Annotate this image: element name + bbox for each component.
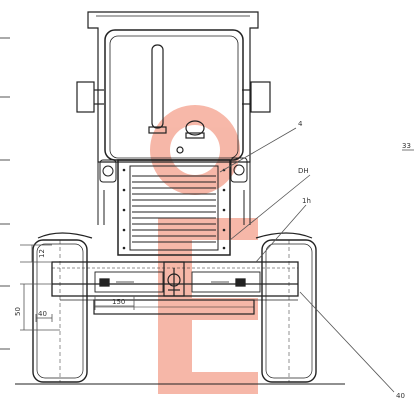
callout-40: 40: [396, 392, 405, 400]
left-scale-ticks: [0, 37, 10, 350]
dimension-horizontal-large: 150: [112, 298, 125, 306]
tow-hook: [163, 261, 185, 297]
dimension-vertical-small: 12: [38, 249, 46, 258]
callout-dh: DH: [298, 167, 309, 175]
left-mirror: [76, 81, 104, 113]
callout-1h: 1h: [302, 197, 311, 205]
left-wheel: [32, 239, 88, 383]
callout-33: 33: [402, 142, 411, 150]
right-mirror: [242, 81, 271, 113]
fenders: [37, 232, 313, 239]
callout-4: 4: [298, 120, 303, 128]
radiator-grille: [117, 159, 231, 256]
dimension-lines: [20, 244, 135, 331]
side-pillars: [97, 120, 251, 225]
leader-lines: [219, 127, 414, 393]
dimension-vertical-large: 50: [14, 307, 22, 316]
right-wheel: [261, 239, 317, 383]
dimension-horizontal-small: 40: [38, 310, 47, 318]
